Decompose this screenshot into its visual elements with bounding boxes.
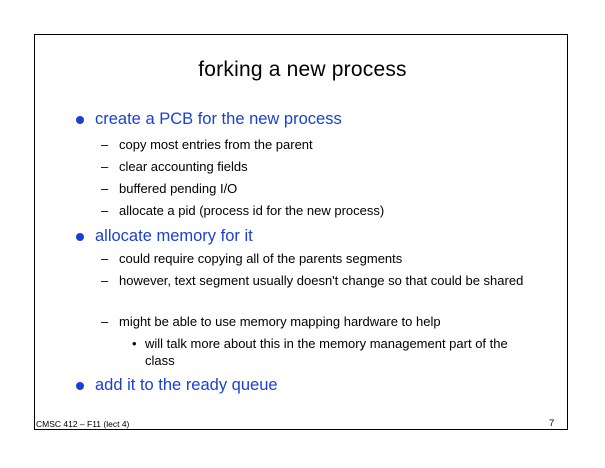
sub-item-1-2: clear accounting fields bbox=[119, 159, 248, 174]
dash-marker: – bbox=[101, 137, 109, 152]
bullet-marker bbox=[76, 382, 84, 390]
dash-marker: – bbox=[101, 181, 109, 196]
sub-item-2-2: however, text segment usually doesn't ch… bbox=[119, 273, 524, 288]
sub-item-1-3: buffered pending I/O bbox=[119, 181, 238, 196]
page-number: 7 bbox=[549, 418, 555, 429]
subsub-item-2-3-1: will talk more about this in the memory … bbox=[145, 336, 508, 368]
sub-item-1-1: copy most entries from the parent bbox=[119, 137, 313, 152]
dash-marker: – bbox=[101, 273, 109, 288]
slide-frame bbox=[34, 34, 568, 430]
dash-marker: – bbox=[101, 203, 109, 218]
slide-footer: CMSC 412 – F11 (lect 4) bbox=[36, 419, 130, 429]
dash-marker: – bbox=[101, 314, 109, 329]
slide-title: forking a new process bbox=[198, 58, 407, 81]
subsub-marker: • bbox=[132, 336, 137, 351]
sub-item-2-3: might be able to use memory mapping hard… bbox=[119, 314, 441, 329]
sub-item-1-4: allocate a pid (process id for the new p… bbox=[119, 203, 385, 218]
bullet-marker bbox=[76, 116, 84, 124]
bullet-1: create a PCB for the new process bbox=[95, 110, 342, 128]
bullet-3: add it to the ready queue bbox=[95, 376, 278, 394]
dash-marker: – bbox=[101, 251, 109, 266]
bullet-marker bbox=[76, 233, 84, 241]
dash-marker: – bbox=[101, 159, 109, 174]
sub-item-2-1: could require copying all of the parents… bbox=[119, 251, 403, 266]
bullet-2: allocate memory for it bbox=[95, 227, 253, 245]
